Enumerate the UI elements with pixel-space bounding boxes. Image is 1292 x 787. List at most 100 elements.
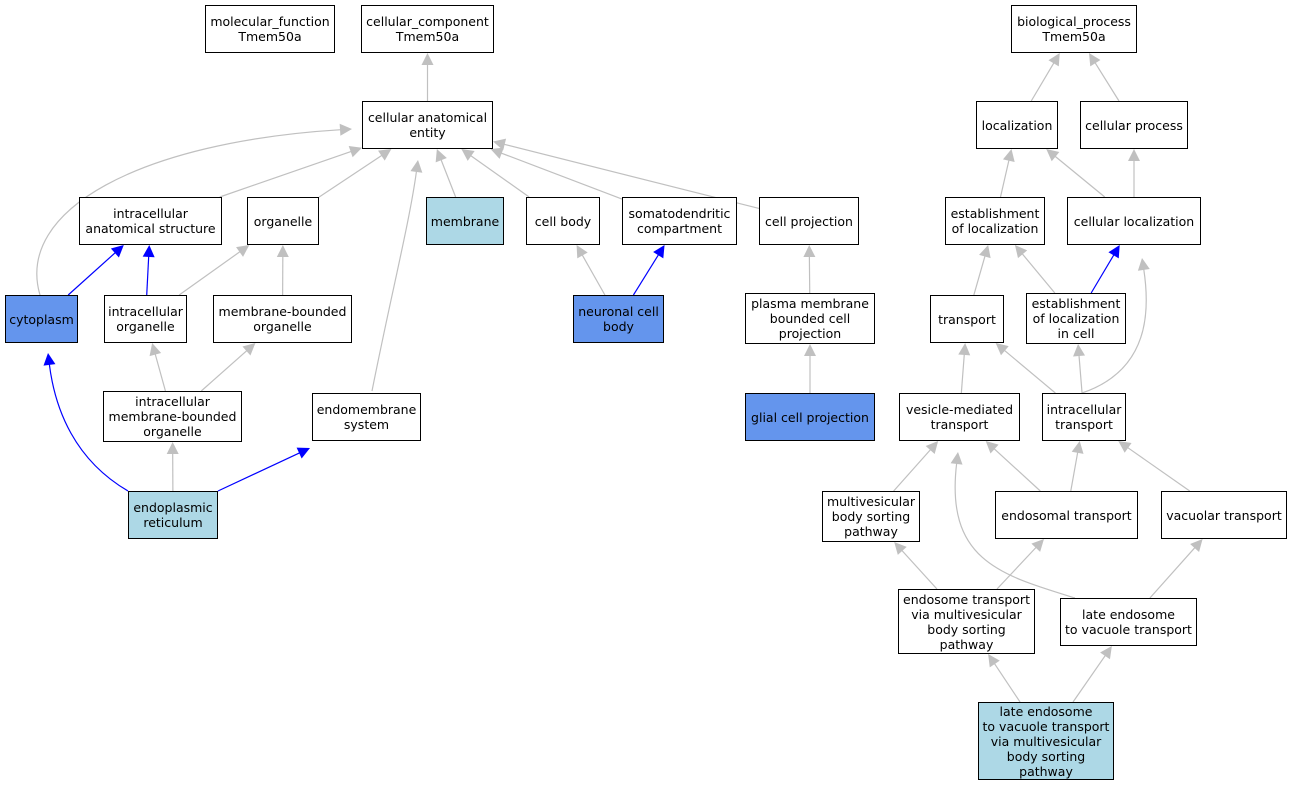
term-label-line: pathway [1019,763,1073,779]
edge-arrowhead [653,245,665,259]
term-label-line: via multivesicular [911,606,1022,622]
edge-line [1126,446,1191,492]
edge-ic-org-to-ias [142,245,155,296]
edge-line [993,662,1021,703]
edge-line [219,150,352,198]
term-label-line: projection [778,326,842,341]
edge-arrowhead [950,452,963,465]
edge-cell-loc-to-localization [1046,149,1106,198]
go-term-endosomal[interactable]: endosomal transport [995,491,1138,539]
edge-arrowhead [958,343,971,356]
term-label-line: Tmem50a [395,29,460,44]
term-label-line: organelle [116,319,175,334]
edge-line [1003,349,1056,394]
edge-arrowhead [166,442,179,455]
edge-cytoplasm-to-cae [36,123,352,296]
go-term-localization[interactable]: localization [976,101,1058,149]
go-term-vacuolar[interactable]: vacuolar transport [1161,491,1287,539]
edge-cytoplasm-to-ias [67,245,124,296]
term-label-line: to vacuole transport [1065,622,1192,637]
edge-arrowhead [435,149,447,163]
term-label-line: body sorting [927,621,1006,637]
edge-er-to-endomembrane [217,447,310,492]
go-term-cytoplasm[interactable]: cytoplasm [5,295,78,343]
go-term-glial[interactable]: glial cell projection [745,393,875,441]
term-label-line: cytoplasm [9,311,74,327]
edge-line [1078,354,1083,394]
edge-endomembrane-to-cae [371,160,423,392]
term-label-line: of localization [1032,311,1120,326]
edge-arrowhead [339,123,352,136]
edge-glial-to-pmbcp [804,344,816,393]
edge-line [1090,254,1115,294]
edge-arrowhead [1108,245,1120,259]
go-term-transport[interactable]: transport [930,295,1004,343]
go-term-membrane[interactable]: membrane [426,197,504,245]
edge-line [470,154,530,198]
edge-cell-loc-to-cellular-process [1128,149,1140,197]
term-label-line: organelle [253,319,312,334]
term-label-line: vesicle-mediated [905,402,1014,417]
go-term-cell-body[interactable]: cell body [526,197,600,245]
edge-ic-transport-to-est-loc-cell [1073,344,1086,394]
term-label-line: cellular anatomical [367,110,488,125]
edge-line [371,170,418,392]
go-term-cell-loc[interactable]: cellular localization [1067,197,1201,245]
edge-arrowhead [378,149,392,161]
edge-endosomal-to-ic-transport [1070,441,1084,492]
edge-late-endo-mvb-to-late-endo [1072,646,1112,703]
edge-line [146,255,150,296]
edge-mvb-to-vesicle [893,441,939,492]
edge-cae-to-cc-root [421,53,434,101]
edge-arrowhead [149,343,162,357]
go-term-organelle[interactable]: organelle [247,197,319,245]
edge-arrowhead [421,53,434,65]
edge-arrowhead [1089,53,1101,67]
term-label-line: Tmem50a [1042,29,1106,44]
term-label-line: cellular process [1085,117,1183,133]
edge-ic-org-to-organelle [178,245,250,296]
edge-endosomal-to-vesicle [985,441,1041,492]
edge-line [200,349,248,392]
edge-somato-to-cae [490,147,623,200]
term-label-line: vacuolar transport [1166,507,1282,523]
edge-arrowhead [276,245,289,258]
edge-cellular-process-to-bp-root [1089,53,1120,102]
term-label-line: biological_process [1017,14,1131,29]
edge-line [178,250,241,296]
edge-arrowhead [142,245,155,258]
go-term-cell-projection[interactable]: cell projection [759,197,859,245]
go-term-cellular-process[interactable]: cellular process [1080,101,1188,149]
term-label-line: plasma membrane [751,296,869,311]
edge-arrowhead [985,441,999,454]
edge-line [993,447,1041,492]
edge-ias-to-cae [219,145,362,198]
edge-arrowhead [1031,539,1044,552]
edge-arrowhead [988,654,1000,668]
edge-line [973,255,986,296]
term-label-line: molecular_function [210,14,330,29]
